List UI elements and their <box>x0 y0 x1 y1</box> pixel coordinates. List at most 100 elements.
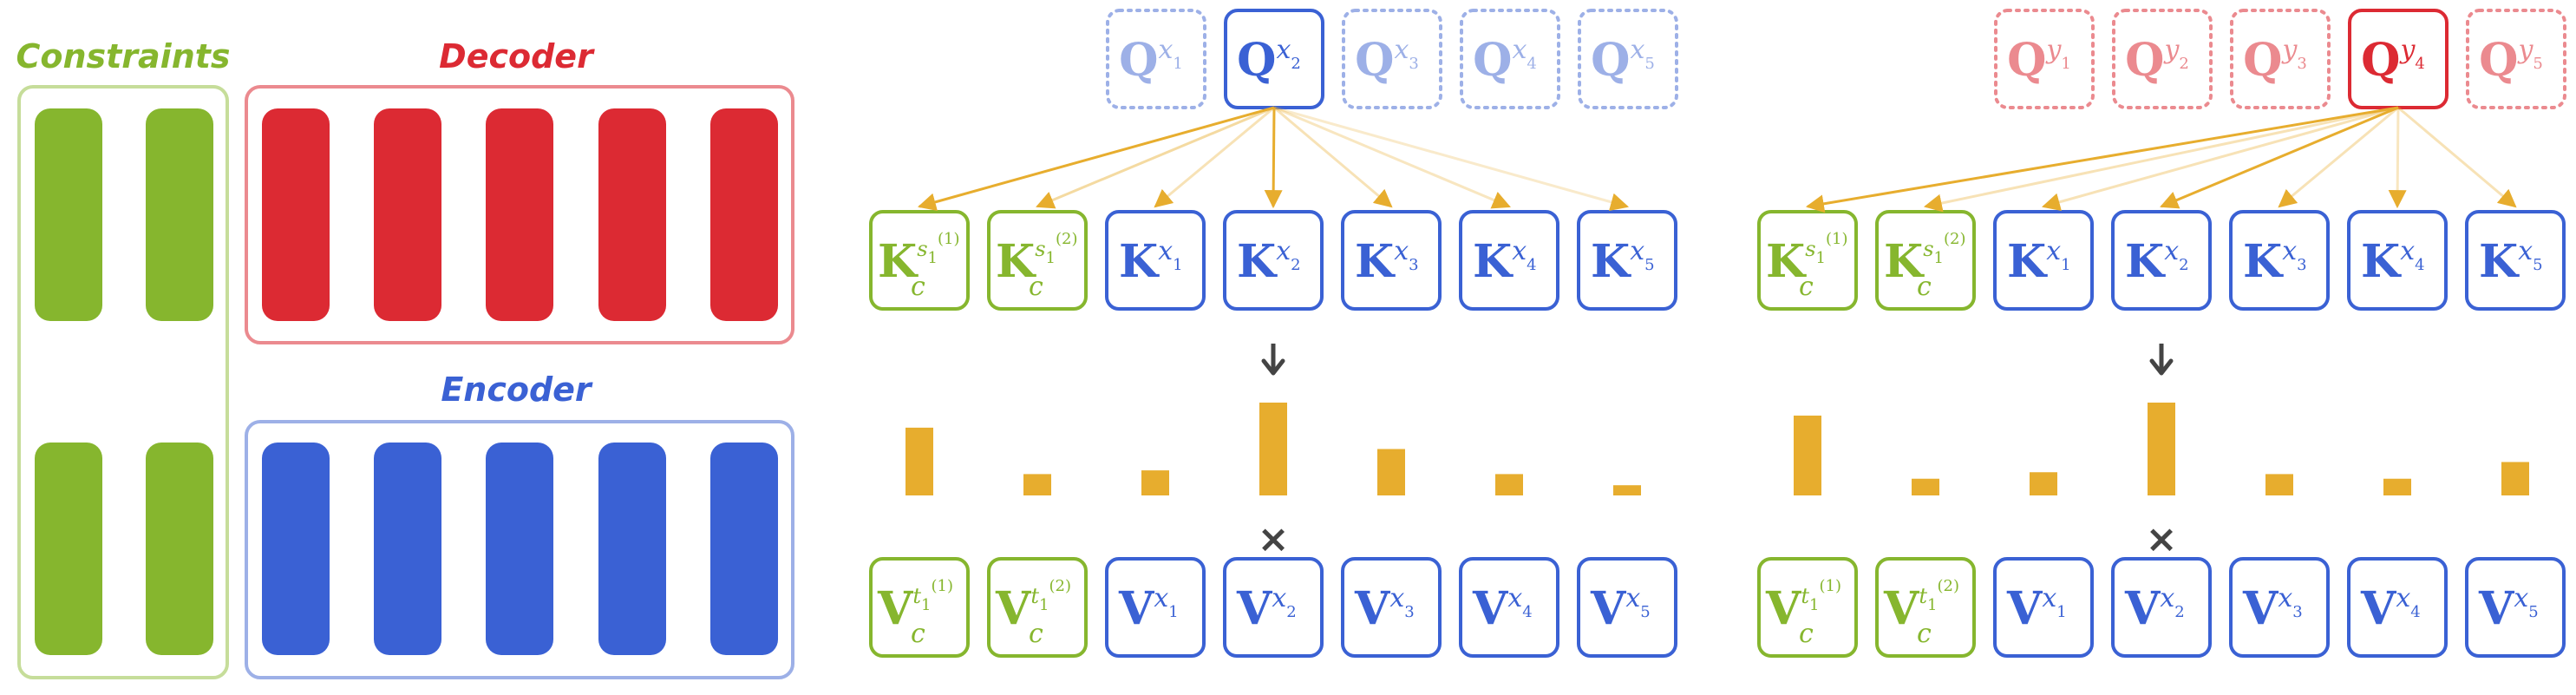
attention-arrow <box>1273 106 1630 212</box>
constraint-block <box>35 108 102 321</box>
svg-text:c: c <box>1799 619 1814 649</box>
query-box-x3: Qx3 <box>1342 9 1442 109</box>
attention-weight-bar <box>1023 474 1051 495</box>
attention-weight-bar <box>2148 403 2175 495</box>
attention-weight-bar <box>1495 474 1523 495</box>
attention-weight-bar <box>1912 478 1939 495</box>
key-label: Kx2 <box>2125 235 2189 288</box>
query-label: Qy5 <box>2479 34 2543 87</box>
attention-arrow <box>2388 107 2407 209</box>
query-label: Qx5 <box>1591 34 1655 87</box>
attention-arrow <box>1036 106 1275 209</box>
down-arrow-icon <box>1261 344 1285 376</box>
value-box-x2: Vx2 <box>2111 557 2212 658</box>
attention-weight-bar <box>1141 470 1169 495</box>
key-label: Kx5 <box>1591 235 1655 288</box>
query-box-y5: Qy5 <box>2466 9 2566 109</box>
svg-text:c: c <box>911 619 925 649</box>
key-box-x1: Kx1 <box>1105 210 1206 311</box>
key-box-x2: Kx2 <box>2111 210 2212 311</box>
attention-arrow <box>1923 106 2399 213</box>
key-label: Kx1 <box>1119 235 1183 288</box>
value-constraint-box: Vt1(2)c <box>987 557 1088 658</box>
value-label: Vx3 <box>2242 582 2303 635</box>
attention-arrow <box>2278 106 2399 208</box>
encoder-block <box>262 443 330 655</box>
constraint-block <box>146 108 213 321</box>
attention-weight-bar <box>1377 449 1405 495</box>
decoder-block <box>598 108 666 321</box>
value-box-x4: Vx4 <box>2347 557 2448 658</box>
key-label: Kx1 <box>2007 235 2071 288</box>
attention-arrow <box>2041 106 2399 212</box>
attention-weight-bar <box>1613 485 1641 495</box>
query-box-y2: Qy2 <box>2112 9 2213 109</box>
encoder-block <box>710 443 778 655</box>
key-box-x4: Kx4 <box>2347 210 2448 311</box>
value-constraint-box: Vt1(1)c <box>869 557 970 658</box>
constraint-block <box>146 443 213 655</box>
down-arrow-icon <box>2149 344 2174 376</box>
key-box-x1: Kx1 <box>1993 210 2094 311</box>
key-constraint-box: Ks1(1)c <box>1757 210 1858 311</box>
query-label: Qx3 <box>1355 34 1419 87</box>
value-box-x1: Vx1 <box>1105 557 1206 658</box>
svg-text:c: c <box>1029 272 1043 302</box>
attention-weight-bar <box>2030 472 2057 495</box>
query-box-x2: Qx2 <box>1224 9 1324 109</box>
value-label: Vx4 <box>2360 582 2421 635</box>
multiply-icon: × <box>2146 517 2178 561</box>
value-label: Vt1(1) <box>1765 577 1841 635</box>
attention-arrow <box>1154 106 1275 208</box>
query-box-y3: Qy3 <box>2230 9 2331 109</box>
attention-weight-bar <box>1794 415 1821 495</box>
value-label: Vx4 <box>1472 582 1533 635</box>
attention-weight-bar <box>1259 403 1287 495</box>
attention-weight-bar <box>2265 474 2293 495</box>
key-label: Ks1(2) <box>1884 230 1965 288</box>
value-label: Vt1(2) <box>995 577 1071 635</box>
decoder-block <box>710 108 778 321</box>
key-constraint-box: Ks1(2)c <box>1875 210 1976 311</box>
query-label: Qy3 <box>2243 34 2307 87</box>
key-constraint-box: Ks1(2)c <box>987 210 1088 311</box>
key-label: Ks1(1) <box>878 230 959 288</box>
key-label: Kx3 <box>1355 235 1419 288</box>
query-label: Qx1 <box>1119 34 1183 87</box>
attention-arrow <box>917 106 1275 212</box>
decoder-label: Decoder <box>439 37 595 75</box>
value-box-x5: Vx5 <box>2465 557 2566 658</box>
key-box-x3: Kx3 <box>2229 210 2330 311</box>
value-box-x4: Vx4 <box>1459 557 1559 658</box>
value-label: Vx2 <box>2124 582 2185 635</box>
decoder-container <box>245 85 794 344</box>
value-label: Vx3 <box>1354 582 1415 635</box>
value-box-x3: Vx3 <box>1341 557 1442 658</box>
constraint-block <box>35 443 102 655</box>
value-label: Vx5 <box>2478 582 2539 635</box>
key-label: Kx4 <box>1473 235 1537 288</box>
value-label: Vx1 <box>2006 582 2067 635</box>
key-label: Kx2 <box>1237 235 1301 288</box>
attention-arrow <box>2160 106 2399 209</box>
key-box-x5: Kx5 <box>2465 210 2566 311</box>
decoder-block <box>262 108 330 321</box>
value-label: Vx2 <box>1236 582 1297 635</box>
key-label: Kx4 <box>2361 235 2425 288</box>
value-constraint-box: Vt1(1)c <box>1757 557 1858 658</box>
multiply-icon: × <box>1258 517 1290 561</box>
constraints-container <box>17 85 229 679</box>
attention-arrow <box>1273 106 1511 209</box>
key-constraint-box: Ks1(1)c <box>869 210 970 311</box>
key-box-x2: Kx2 <box>1223 210 1324 311</box>
encoder-label: Encoder <box>441 370 593 409</box>
attention-arrow <box>1264 107 1283 209</box>
constraints-label: Constraints <box>16 37 230 75</box>
encoder-block <box>374 443 441 655</box>
key-box-x5: Kx5 <box>1577 210 1677 311</box>
key-label: Ks1(2) <box>996 230 1077 288</box>
svg-text:c: c <box>1029 619 1043 649</box>
query-box-x1: Qx1 <box>1106 9 1206 109</box>
